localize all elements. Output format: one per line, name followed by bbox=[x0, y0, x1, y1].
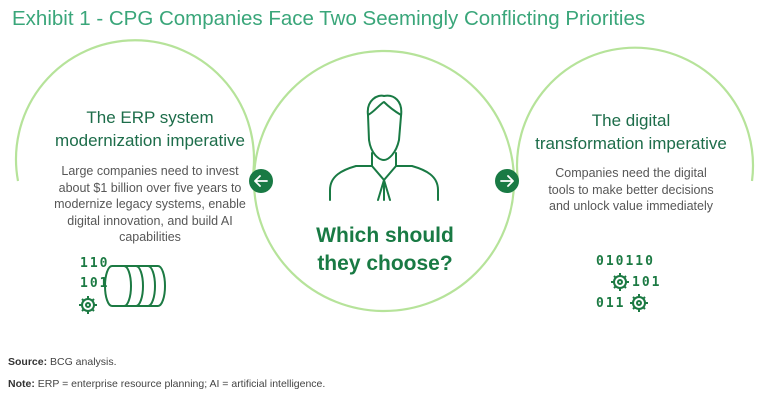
note-label: Note: bbox=[8, 378, 35, 390]
left-heading-line: modernization imperative bbox=[55, 131, 245, 150]
left-body-line: digital innovation, and build AI bbox=[67, 213, 233, 228]
right-body-line: Companies need the digital bbox=[555, 166, 707, 180]
right-code-line: 101 bbox=[632, 275, 662, 290]
source-note: Source: BCG analysis. bbox=[8, 356, 117, 368]
left-body-line: about $1 billion over five years to bbox=[58, 180, 242, 195]
left-code-line: 110 bbox=[80, 256, 110, 271]
center-question: Which should they choose? bbox=[290, 222, 480, 278]
right-heading-line: transformation imperative bbox=[535, 134, 727, 153]
left-ring bbox=[14, 39, 256, 182]
right-code-line: 010110 bbox=[596, 254, 655, 269]
right-ring bbox=[515, 46, 755, 182]
left-heading: The ERP system modernization imperative bbox=[40, 106, 260, 152]
right-code-line: 011 bbox=[596, 296, 626, 311]
database-icon bbox=[104, 265, 166, 307]
gear-icon bbox=[630, 294, 648, 312]
arrow-left-icon bbox=[249, 169, 273, 193]
left-body-line: modernize legacy systems, enable bbox=[54, 197, 246, 211]
right-heading-line: The digital bbox=[591, 111, 671, 130]
center-question-line: Which should bbox=[316, 224, 454, 247]
left-body-line: capabilities bbox=[119, 230, 181, 244]
left-heading-line: The ERP system bbox=[86, 108, 214, 127]
right-body-line: and unlock value immediately bbox=[549, 199, 713, 213]
source-label: Source: bbox=[8, 356, 48, 368]
gear-icon bbox=[611, 273, 629, 291]
left-body-line: Large companies need to invest bbox=[61, 164, 239, 178]
left-code-line: 101 bbox=[80, 276, 110, 291]
note-text: ERP = enterprise resource planning; AI =… bbox=[34, 378, 326, 390]
source-text: BCG analysis. bbox=[47, 356, 117, 368]
arrow-right-icon bbox=[495, 169, 519, 193]
right-heading: The digital transformation imperative bbox=[520, 109, 742, 155]
right-body: Companies need the digital tools to make… bbox=[520, 165, 742, 215]
exhibit-title: Exhibit 1 - CPG Companies Face Two Seemi… bbox=[12, 7, 646, 30]
gear-icon bbox=[79, 296, 97, 314]
person-icon bbox=[329, 94, 439, 201]
footnote: Note: ERP = enterprise resource planning… bbox=[8, 378, 325, 390]
left-body: Large companies need to invest about $1 … bbox=[40, 163, 260, 246]
right-body-line: tools to make better decisions bbox=[548, 182, 714, 197]
center-question-line: they choose? bbox=[317, 252, 453, 275]
